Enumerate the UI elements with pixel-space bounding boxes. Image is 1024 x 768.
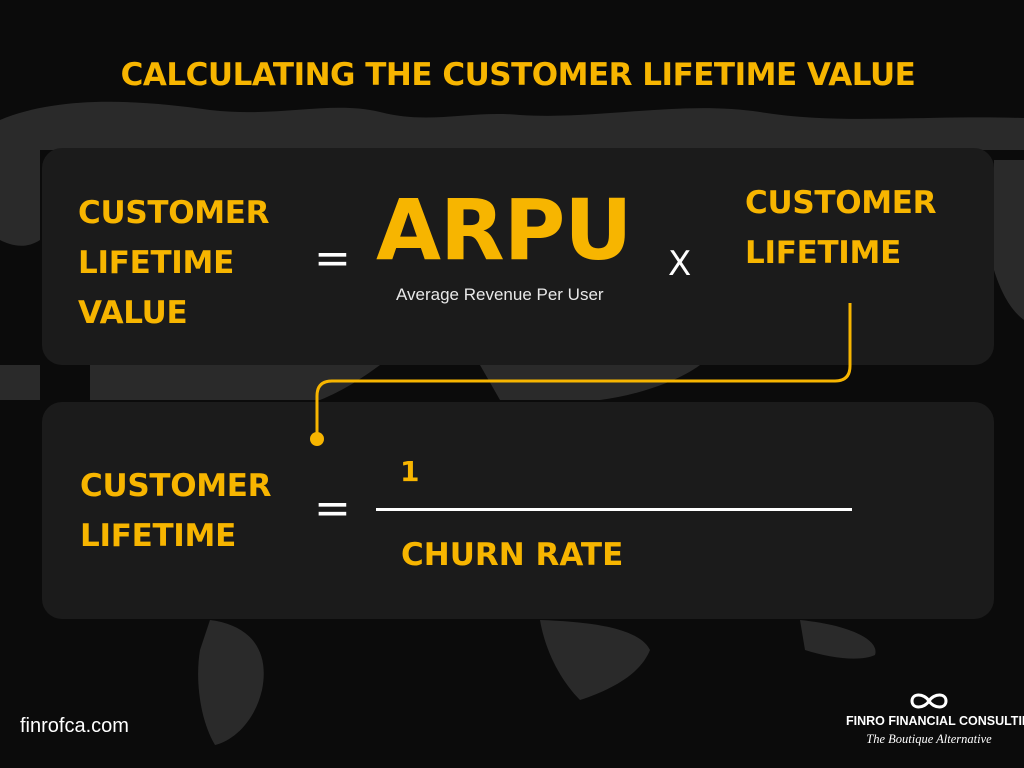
customer-lifetime-term-line: LIFETIME — [745, 235, 901, 271]
clv-label-line: LIFETIME — [78, 245, 234, 281]
customer-lifetime-label: CUSTOMER LIFETIME — [80, 461, 272, 561]
brand-tagline: The Boutique Alternative — [866, 732, 992, 746]
fraction-bar — [376, 508, 852, 511]
equals-sign: = — [314, 483, 351, 534]
customer-lifetime-value-label: CUSTOMER LIFETIME VALUE — [78, 188, 270, 338]
customer-lifetime-term-line: CUSTOMER — [745, 185, 937, 221]
arpu-term: ARPU — [376, 181, 632, 279]
page-title: CALCULATING THE CUSTOMER LIFETIME VALUE — [120, 57, 916, 93]
customer-lifetime-term: CUSTOMER LIFETIME — [745, 178, 937, 278]
fraction-numerator: 1 — [400, 455, 420, 488]
customer-lifetime-label-line: LIFETIME — [80, 518, 236, 554]
equals-sign: = — [314, 233, 351, 284]
brand-logo-block: FINRO FINANCIAL CONSULTING The Boutique … — [846, 690, 1024, 747]
infinity-icon — [910, 693, 948, 709]
brand-name: FINRO FINANCIAL CONSULTING — [846, 714, 1024, 728]
website-link[interactable]: finrofca.com — [20, 715, 129, 737]
clv-label-line: VALUE — [78, 295, 188, 331]
fraction-denominator: CHURN RATE — [401, 537, 624, 573]
arpu-description: Average Revenue Per User — [396, 285, 604, 304]
clv-label-line: CUSTOMER — [78, 195, 270, 231]
multiply-sign: X — [668, 244, 692, 284]
customer-lifetime-label-line: CUSTOMER — [80, 468, 272, 504]
